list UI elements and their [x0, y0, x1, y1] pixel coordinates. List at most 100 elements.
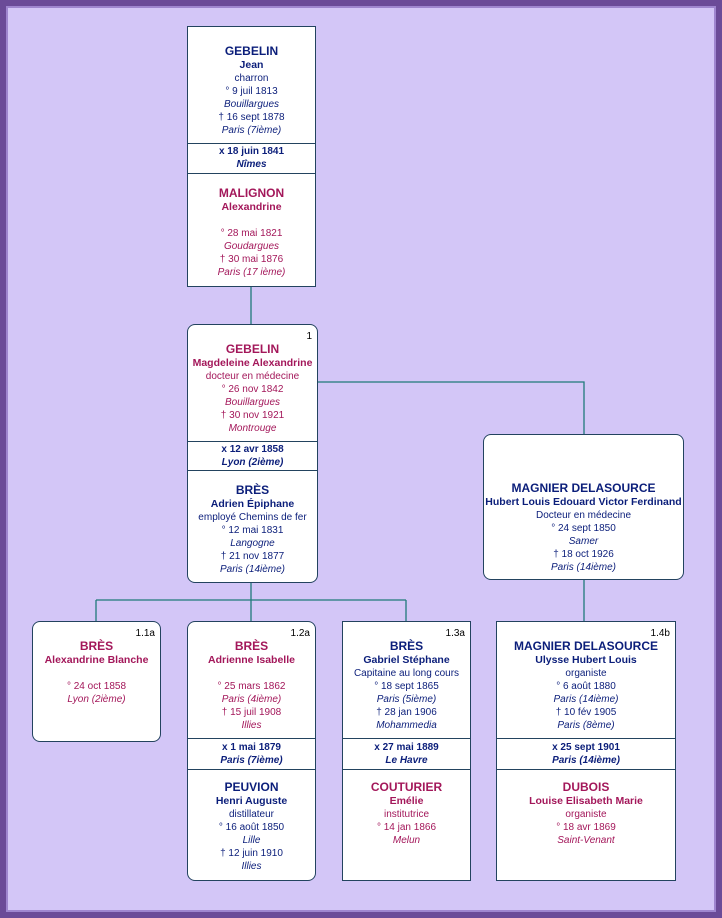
- surname: GEBELIN: [224, 44, 279, 58]
- death-date: † 18 oct 1926: [553, 549, 614, 560]
- birth-date: ° 16 août 1850: [218, 822, 285, 833]
- marriage-place: Nîmes: [236, 159, 267, 170]
- death-date: † 30 mai 1876: [219, 254, 284, 265]
- person-couturier[interactable]: COUTURIER Emélie institutrice ° 14 jan 1…: [343, 769, 470, 880]
- death-place: Paris (17 ième): [217, 267, 286, 278]
- person-malignon[interactable]: MALIGNON Alexandrine ° 28 mai 1821 Gouda…: [188, 173, 315, 286]
- death-place: Illies: [241, 861, 262, 872]
- death-date: † 12 juin 1910: [220, 848, 283, 859]
- birth-place: Paris (14ième): [553, 694, 619, 705]
- given-name: Adrienne Isabelle: [208, 654, 295, 666]
- birth-place: Langogne: [230, 538, 275, 549]
- marriage-1858: x 12 avr 1858 Lyon (2ième): [188, 441, 317, 470]
- occupation: organiste: [565, 809, 607, 820]
- given-name: Henri Auguste: [215, 795, 288, 807]
- marriage-date: x 18 juin 1841: [218, 146, 285, 157]
- occupation: distillateur: [228, 809, 275, 820]
- node-number: 1.3a: [445, 628, 465, 639]
- person-magnier-hubert: MAGNIER DELASOURCE Hubert Louis Edouard …: [484, 435, 683, 574]
- person-bres-alexandrine: BRÈS Alexandrine Blanche ° 24 oct 1858 L…: [33, 622, 160, 706]
- birth-date: ° 18 avr 1869: [556, 822, 616, 833]
- person-peuvion[interactable]: PEUVION Henri Auguste distillateur ° 16 …: [188, 769, 315, 880]
- occupation: organiste: [565, 668, 607, 679]
- person-magnier-ulysse[interactable]: MAGNIER DELASOURCE Ulysse Hubert Louis o…: [497, 622, 675, 738]
- couple-box-magnier-dubois: 1.4b MAGNIER DELASOURCE Ulysse Hubert Lo…: [496, 621, 676, 881]
- birth-place: Paris (5ième): [376, 694, 437, 705]
- marriage-date: x 1 mai 1879: [222, 742, 281, 753]
- marriage-place: Paris (7ième): [220, 755, 283, 766]
- death-date: † 30 nov 1921: [220, 410, 285, 421]
- marriage-1901: x 25 sept 1901 Paris (14ième): [497, 738, 675, 769]
- person-bres-gabriel[interactable]: BRÈS Gabriel Stéphane Capitaine au long …: [343, 622, 470, 738]
- birth-date: ° 24 oct 1858: [66, 681, 127, 692]
- occupation: docteur en médecine: [205, 371, 300, 382]
- person-dubois[interactable]: DUBOIS Louise Elisabeth Marie organiste …: [497, 769, 675, 880]
- birth-date: ° 14 jan 1866: [376, 822, 437, 833]
- surname: BRÈS: [234, 639, 269, 653]
- marriage-place: Paris (14ième): [552, 755, 620, 766]
- marriage-date: x 25 sept 1901: [552, 742, 620, 753]
- node-number: 1: [306, 331, 312, 342]
- given-name: Ulysse Hubert Louis: [535, 654, 637, 666]
- surname: BRÈS: [389, 639, 424, 653]
- occupation: charron: [234, 73, 269, 84]
- given-name: Emélie: [389, 795, 424, 807]
- surname: BRÈS: [79, 639, 114, 653]
- birth-date: ° 12 mai 1831: [221, 525, 284, 536]
- given-name: Hubert Louis Edouard Victor Ferdinand: [485, 496, 682, 508]
- person-gebelin-magdeleine[interactable]: GEBELIN Magdeleine Alexandrine docteur e…: [188, 325, 317, 441]
- marriage-place: Lyon (2ième): [221, 457, 284, 468]
- birth-place: Melun: [392, 835, 421, 846]
- surname: COUTURIER: [370, 780, 443, 794]
- death-place: Mohammedia: [376, 720, 437, 731]
- birth-date: ° 9 juil 1813: [225, 86, 278, 97]
- birth-date: ° 26 nov 1842: [221, 384, 284, 395]
- death-place: Paris (7ième): [221, 125, 282, 136]
- couple-box-bres-peuvion: 1.2a BRÈS Adrienne Isabelle ° 25 mars 18…: [187, 621, 316, 881]
- person-bres-adrienne[interactable]: BRÈS Adrienne Isabelle ° 25 mars 1862 Pa…: [188, 622, 315, 738]
- surname: MAGNIER DELASOURCE: [513, 639, 658, 653]
- occupation: Capitaine au long cours: [353, 668, 460, 679]
- death-place: Paris (14ième): [219, 564, 286, 575]
- given-name: Magdeleine Alexandrine: [192, 357, 313, 369]
- marriage-place: Le Havre: [385, 755, 428, 766]
- death-date: † 15 juil 1908: [221, 707, 282, 718]
- birth-place: Bouillargues: [224, 397, 281, 408]
- surname: MAGNIER DELASOURCE: [511, 481, 656, 495]
- death-date: † 16 sept 1878: [218, 112, 285, 123]
- person-bres-adrien[interactable]: BRÈS Adrien Épiphane employé Chemins de …: [188, 470, 317, 582]
- birth-date: ° 18 sept 1865: [374, 681, 439, 692]
- marriage-date: x 27 mai 1889: [374, 742, 439, 753]
- marriage-1841: x 18 juin 1841 Nîmes: [188, 143, 315, 173]
- couple-box-bres-couturier: 1.3a BRÈS Gabriel Stéphane Capitaine au …: [342, 621, 471, 881]
- couple-box-gebelin-malignon: GEBELIN Jean charron ° 9 juil 1813 Bouil…: [187, 26, 316, 287]
- birth-date: ° 6 août 1880: [556, 681, 616, 692]
- node-number: 1.1a: [135, 628, 155, 639]
- given-name: Alexandrine Blanche: [44, 654, 149, 666]
- surname: BRÈS: [235, 483, 270, 497]
- marriage-1879: x 1 mai 1879 Paris (7ième): [188, 738, 315, 769]
- node-number: 1.4b: [650, 628, 670, 639]
- death-place: Montrouge: [228, 423, 277, 434]
- death-date: † 10 fév 1905: [555, 707, 617, 718]
- person-box-magnier-hubert[interactable]: MAGNIER DELASOURCE Hubert Louis Edouard …: [483, 434, 684, 580]
- surname: PEUVION: [224, 780, 279, 794]
- couple-box-gebelin-bres: 1 GEBELIN Magdeleine Alexandrine docteur…: [187, 324, 318, 583]
- surname: GEBELIN: [225, 342, 280, 356]
- person-box-bres-alexandrine[interactable]: 1.1a BRÈS Alexandrine Blanche ° 24 oct 1…: [32, 621, 161, 742]
- given-name: Jean: [239, 59, 264, 71]
- birth-date: ° 25 mars 1862: [217, 681, 286, 692]
- person-gebelin-jean[interactable]: GEBELIN Jean charron ° 9 juil 1813 Bouil…: [188, 27, 315, 143]
- birth-place: Bouillargues: [223, 99, 280, 110]
- death-place: Paris (14ième): [550, 562, 617, 573]
- node-number: 1.2a: [290, 628, 310, 639]
- birth-place: Lille: [242, 835, 261, 846]
- death-place: Paris (8ème): [557, 720, 615, 731]
- death-date: † 28 jan 1906: [376, 707, 437, 718]
- birth-date: ° 24 sept 1850: [551, 523, 616, 534]
- death-place: Illies: [241, 720, 262, 731]
- given-name: Adrien Épiphane: [210, 498, 295, 510]
- birth-place: Goudargues: [223, 241, 280, 252]
- birth-place: Lyon (2ième): [67, 694, 126, 705]
- marriage-1889: x 27 mai 1889 Le Havre: [343, 738, 470, 769]
